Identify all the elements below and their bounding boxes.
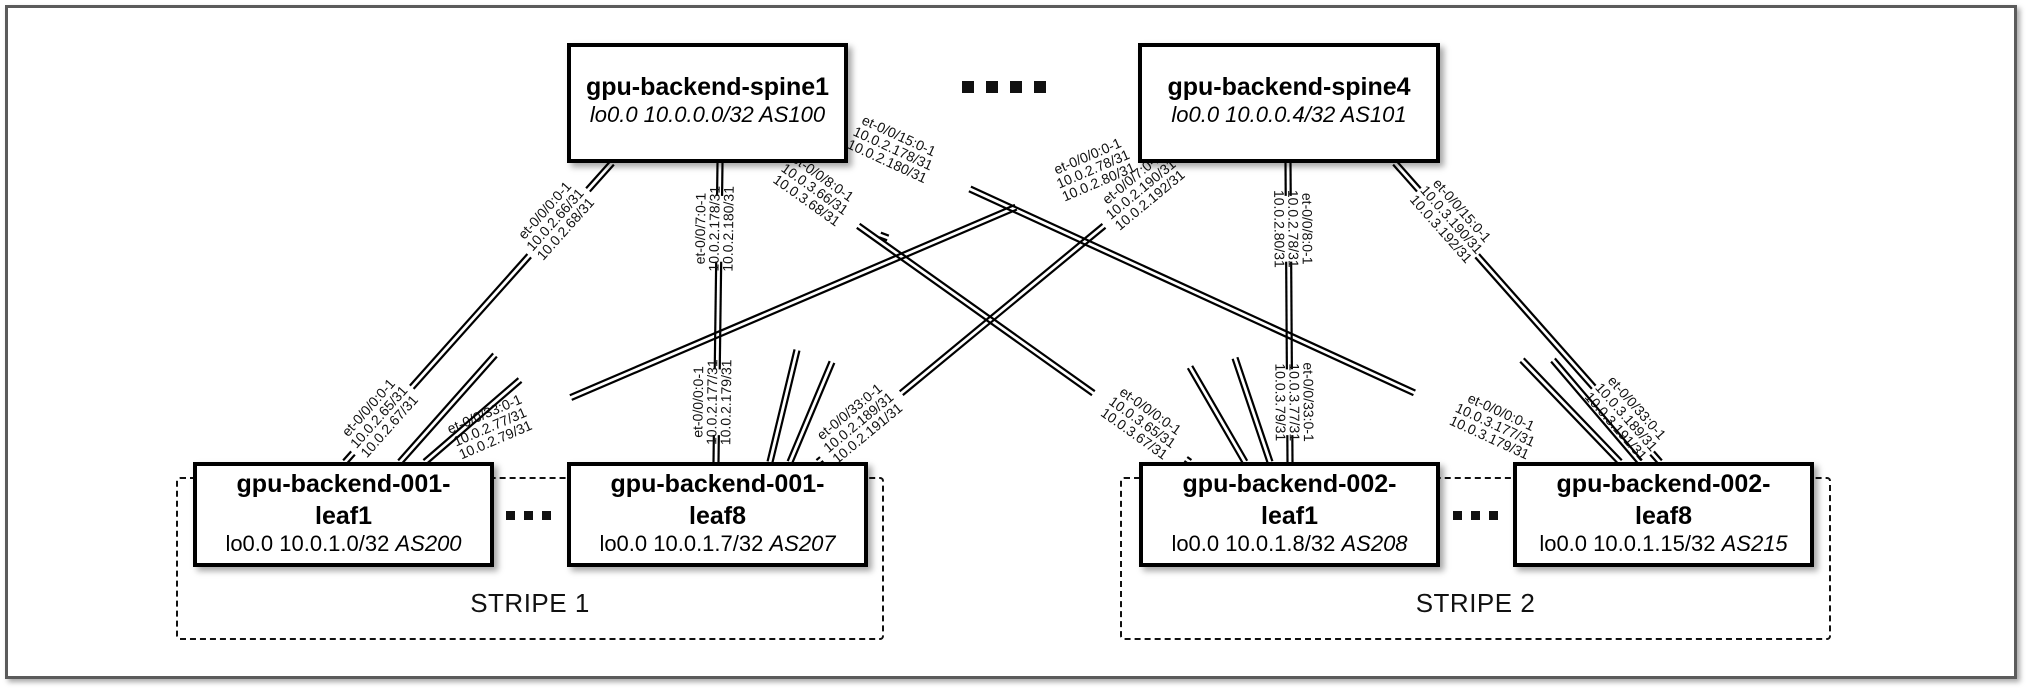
link-spine4-s2l1 bbox=[1284, 162, 1292, 196]
link-spine1-s1l8 bbox=[712, 435, 720, 463]
spine-port-label: et-0/0/0:0-110.0.2.66/3110.0.2.68/31 bbox=[513, 176, 598, 264]
stripe-1-leaf-ellipsis bbox=[506, 511, 560, 520]
link-spine4-s2l8 bbox=[1392, 160, 1422, 193]
leaf-name-line1: gpu-backend-002- bbox=[1556, 470, 1771, 498]
stripe-2-label: STRIPE 2 bbox=[1415, 588, 1536, 618]
leaf-node-001-leaf8[interactable]: gpu-backend-001- leaf8 lo0.0 10.0.1.7/32… bbox=[567, 462, 868, 567]
spine-port-label: et-0/0/8:0-110.0.2.78/3110.0.2.80/31 bbox=[1271, 190, 1316, 268]
link-spine1-s1l1 bbox=[585, 160, 615, 193]
spine-ellipsis bbox=[962, 81, 1058, 93]
link-label-line: et-0/0/33:0-1 bbox=[1300, 362, 1317, 442]
leaf-name-line1: gpu-backend-001- bbox=[610, 470, 825, 498]
leaf-loopback-row: lo0.0 10.0.1.8/32 AS208 bbox=[1143, 530, 1436, 558]
leaf-port-label: et-0/0/0:0-110.0.2.177/3110.0.2.179/31 bbox=[689, 359, 734, 445]
stripe-2-group bbox=[1120, 477, 1831, 640]
link-spine4-s2l1 bbox=[1286, 435, 1294, 463]
link-label-line: 10.0.2.179/31 bbox=[717, 359, 734, 445]
leaf-port-label: et-0/0/0:0-110.0.3.65/3110.0.3.67/31 bbox=[1098, 382, 1187, 463]
leaf-loopback: lo0.0 10.0.1.15/32 bbox=[1539, 531, 1716, 556]
link-spine1-s1l1 bbox=[409, 253, 532, 390]
leaf-loopback-row: lo0.0 10.0.1.15/32 AS215 bbox=[1517, 530, 1810, 558]
leaf-loopback-row: lo0.0 10.0.1.0/32 AS200 bbox=[197, 530, 490, 558]
link-spine4-s2l1 bbox=[1285, 261, 1293, 370]
link-label-line: 10.0.2.78/31 bbox=[1285, 190, 1302, 268]
link-spine1-s1l8 bbox=[713, 261, 723, 370]
spine-name: gpu-backend-spine4 bbox=[1167, 73, 1411, 101]
leaf-port-label: et-0/0/0:0-110.0.3.177/3110.0.3.179/31 bbox=[1447, 387, 1543, 463]
uplink-stub bbox=[766, 349, 801, 463]
leaf-as: AS208 bbox=[1341, 531, 1408, 556]
spine-port-label: et-0/0/15:0-110.0.2.178/3110.0.2.180/31 bbox=[845, 110, 941, 186]
link-spine1-s2l8 bbox=[968, 185, 1416, 397]
link-spine1-s1l8 bbox=[715, 162, 724, 196]
leaf-node-002-leaf8[interactable]: gpu-backend-002- leaf8 lo0.0 10.0.1.15/3… bbox=[1513, 462, 1814, 567]
spine-loopback: lo0.0 10.0.0.4/32 AS101 bbox=[1171, 102, 1407, 127]
spine-port-label: et-0/0/7:0-110.0.2.178/3110.0.2.180/31 bbox=[692, 185, 737, 271]
uplink-stub bbox=[422, 377, 523, 465]
leaf-name-line1: gpu-backend-001- bbox=[236, 470, 451, 498]
stripe-1-label: STRIPE 1 bbox=[470, 588, 590, 618]
leaf-loopback-row: lo0.0 10.0.1.7/32 AS207 bbox=[571, 530, 864, 558]
link-spine4-s2l8 bbox=[1474, 253, 1597, 390]
spine-node-spine4[interactable]: gpu-backend-spine4 lo0.0 10.0.0.4/32 AS1… bbox=[1138, 43, 1440, 163]
link-label-line: et-0/0/7:0-1 bbox=[692, 192, 709, 264]
link-label-line: et-0/0/0:0-1 bbox=[689, 366, 706, 438]
leaf-name-line2: leaf1 bbox=[315, 502, 372, 530]
uplink-stub bbox=[397, 352, 498, 465]
link-label-line: 10.0.2.180/31 bbox=[720, 186, 737, 272]
stripe-1-group bbox=[176, 477, 884, 640]
leaf-loopback: lo0.0 10.0.1.0/32 bbox=[225, 531, 390, 556]
uplink-stub bbox=[786, 360, 836, 464]
uplink-stub bbox=[1231, 356, 1274, 464]
link-spine1-s2l1 bbox=[856, 222, 1096, 397]
leaf-as: AS215 bbox=[1721, 531, 1788, 556]
spine-loopback: lo0.0 10.0.0.0/32 AS100 bbox=[589, 102, 826, 127]
link-label-line: 10.0.2.177/31 bbox=[703, 359, 720, 445]
leaf-port-label: et-0/0/33:0-110.0.2.189/3110.0.2.191/31 bbox=[811, 378, 905, 467]
leaf-name-line1: gpu-backend-002- bbox=[1182, 470, 1397, 498]
stripe-2-leaf-ellipsis bbox=[1453, 511, 1507, 520]
leaf-as: AS200 bbox=[395, 531, 462, 556]
leaf-loopback: lo0.0 10.0.1.8/32 bbox=[1171, 531, 1336, 556]
leaf-name-line2: leaf1 bbox=[1261, 502, 1318, 530]
link-label-line: 10.0.2.80/31 bbox=[1271, 190, 1288, 268]
link-spine4-s1l8 bbox=[898, 223, 1107, 397]
leaf-loopback: lo0.0 10.0.1.7/32 bbox=[599, 531, 764, 556]
link-spine4-s1l1 bbox=[569, 203, 1018, 401]
leaf-node-001-leaf1[interactable]: gpu-backend-001- leaf1 lo0.0 10.0.1.0/32… bbox=[193, 462, 494, 567]
uplink-stub bbox=[1186, 365, 1249, 464]
spine-name: gpu-backend-spine1 bbox=[585, 73, 830, 101]
leaf-as: AS207 bbox=[769, 531, 836, 556]
spine-node-spine1[interactable]: gpu-backend-spine1 lo0.0 10.0.0.0/32 AS1… bbox=[567, 43, 848, 163]
uplink-stub bbox=[1550, 357, 1643, 465]
link-label-line: 10.0.3.79/31 bbox=[1272, 363, 1289, 441]
link-label-line: 10.0.3.77/31 bbox=[1286, 363, 1303, 441]
link-label-line: et-0/0/8:0-1 bbox=[1299, 193, 1315, 265]
leaf-name-line2: leaf8 bbox=[689, 502, 746, 530]
uplink-stub bbox=[1519, 357, 1623, 465]
leaf-name-line2: leaf8 bbox=[1635, 502, 1692, 530]
uplink-stub bbox=[878, 231, 890, 242]
leaf-node-002-leaf1[interactable]: gpu-backend-002- leaf1 lo0.0 10.0.1.8/32… bbox=[1139, 462, 1440, 567]
leaf-port-label: et-0/0/33:0-110.0.3.77/3110.0.3.79/31 bbox=[1272, 362, 1317, 442]
link-label-line: 10.0.2.178/31 bbox=[706, 186, 723, 272]
